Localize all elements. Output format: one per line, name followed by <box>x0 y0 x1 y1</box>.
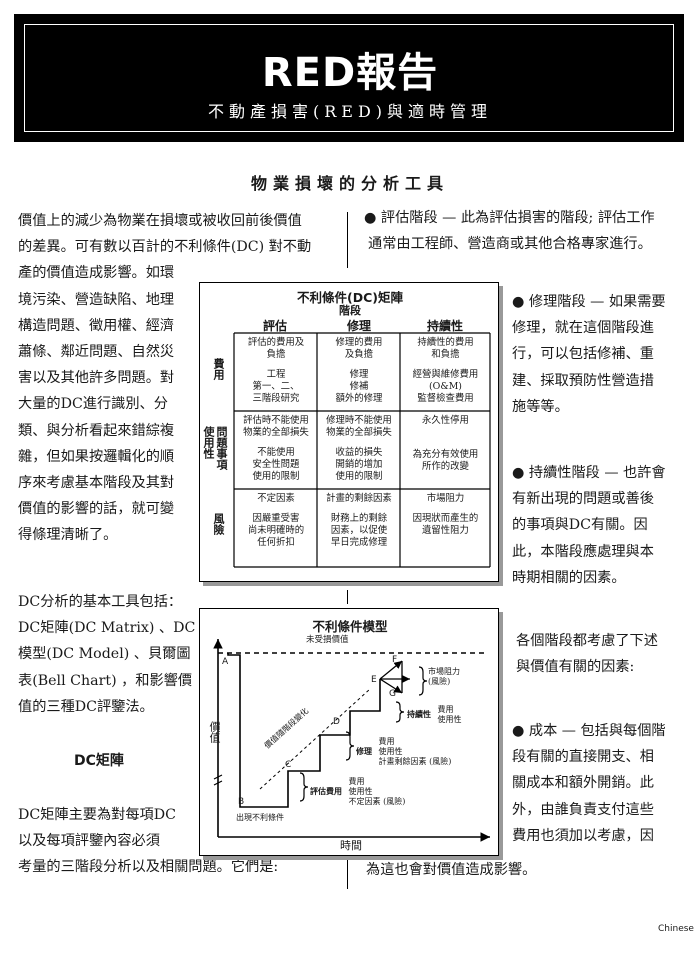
matrix-cell: 評估時不能使用物業的全部損失 不能使用安全性問題使用的限制 <box>243 415 309 482</box>
text-line: 外，由誰負責支付這些 <box>512 801 654 818</box>
dc-model-figure: 不利條件模型 未受損價值 價值 時間 A B C D E F G 價值隨階段變化… <box>199 608 499 856</box>
text-line: 時期相關的因素。 <box>512 569 626 586</box>
point-label-e: E <box>371 675 377 685</box>
text-line: 的差異。可有數以百計的不利條件(DC) 對不動 <box>18 239 312 256</box>
point-label-d: D <box>333 717 340 727</box>
text-line: DC分析的基本工具包括： <box>18 594 183 610</box>
language-label: Chinese <box>658 924 694 934</box>
matrix-cell: 不定因素 因嚴重受害尚未明確時的任何折扣 <box>247 493 305 548</box>
header-frame <box>24 24 674 132</box>
ongoing-stage-paragraph: ● 持續性階段 — 也許會 有新出現的問題或善後 的事項與DC有關。因 此，本階… <box>512 460 692 591</box>
text-line: 修理，就在這個階段進 <box>512 320 654 337</box>
text-line: 與價值有關的因素: <box>516 659 635 676</box>
matrix-row-label-cost: 費用 <box>212 358 225 380</box>
x-axis-label: 時間 <box>340 839 362 852</box>
text-line: 雜，但如果按邏輯化的順 <box>18 448 175 465</box>
cost-paragraph-tail: 為這也會對價值造成影響。 <box>366 862 537 878</box>
text-line: 害以及其他許多問題。對 <box>18 370 175 387</box>
dc-matrix-paragraph: DC矩陣主要為對每項DC 以及每項評鑒內容必須 考量的三階段分析以及相關問題。它… <box>18 802 348 881</box>
column-rule <box>347 212 348 268</box>
point-label-g: G <box>389 689 396 699</box>
y-axis-label: 價值 <box>208 721 221 743</box>
matrix-col-header: 持續性 <box>426 319 463 333</box>
matrix-row-label-risk: 風險 <box>212 513 225 535</box>
text-line: 行，可以包括修補、重 <box>512 346 654 363</box>
dc-found-label: 出現不利條件 <box>236 813 284 822</box>
text-line: 費用也須加以考慮，因 <box>512 827 654 844</box>
market-resistance-note: 市場阻力(風險) <box>428 667 460 686</box>
dc-model-diagram <box>213 639 490 842</box>
text-line: 建、採取預防性營造措 <box>512 372 654 389</box>
text-line: 考量的三階段分析以及相關問題。它們是: <box>18 859 279 876</box>
matrix-col-header: 修理 <box>346 319 371 333</box>
text-line: 的事項與DC有關。因 <box>512 517 648 534</box>
unaffected-value-label: 未受損價值 <box>306 635 349 645</box>
matrix-row-label-use: 問題事項 使用性 <box>202 426 228 470</box>
text-line: 關成本和額外開銷。此 <box>512 775 654 792</box>
ongoing-note: 持續性 費用使用性 <box>407 705 462 724</box>
point-label-c: C <box>285 760 292 770</box>
text-line: DC矩陣主要為對每項DC <box>18 807 176 823</box>
text-line: ● 評估階段 — 此為評估損害的階段; 評估工作 <box>364 210 655 226</box>
point-label-a: A <box>222 657 229 667</box>
text-line: ● 修理階段 — 如果需要 <box>512 294 666 310</box>
model-title: 不利條件模型 <box>312 619 388 634</box>
tools-paragraph: DC分析的基本工具包括： DC矩陣(DC Matrix) 、DC 模型(DC M… <box>18 589 198 720</box>
text-line: 段有關的直接開支、相 <box>512 749 654 766</box>
factors-paragraph: 各個階段都考慮了下述 與價值有關的因素: <box>516 628 696 680</box>
repair-note: 修理 費用使用性計畫剩餘因素 (風險) <box>356 737 452 766</box>
dc-matrix-figure: 不利條件(DC)矩陣 階段 評估 修理 持續性 費用 問題事項 使用性 風險 評… <box>199 282 499 582</box>
text-line: 有新出現的問題或善後 <box>512 491 654 508</box>
point-label-f: F <box>392 655 398 665</box>
text-line: 通常由工程師、營造商或其他合格專家進行。 <box>368 236 652 253</box>
text-line: 此，本階段應處理與本 <box>512 543 654 560</box>
matrix-cell: 市場阻力 因現狀而產生的遺留性阻力 <box>412 493 479 536</box>
text-line: 價值上的減少為物業在損壞或被收回前後價值 <box>18 213 302 229</box>
matrix-cell: 評估的費用及負擔 工程第一、二、三階段研究 <box>247 337 305 404</box>
text-line: DC矩陣(DC Matrix) 、DC <box>18 620 196 637</box>
text-line: 表(Bell Chart) ，和影響價 <box>18 672 193 689</box>
text-line: 境污染、營造缺陷、地理 <box>18 291 175 308</box>
text-line: 模型(DC Model) 、貝爾圖 <box>18 646 191 663</box>
text-line: 值的三種DC評鑒法。 <box>18 698 154 715</box>
text-line: 蕭條、鄰近問題、自然災 <box>18 344 175 361</box>
matrix-title: 不利條件(DC)矩陣 <box>297 290 403 305</box>
matrix-cell: 持續性的費用和負擔 經營與維修費用(O&M)監督檢查費用 <box>412 337 479 404</box>
assess-note: 評估費用 費用使用性不定因素 (風險) <box>310 777 406 806</box>
cost-paragraph: ● 成本 — 包括與每個階 段有關的直接開支、相 關成本和額外開銷。此 外，由誰… <box>512 718 692 849</box>
point-label-b: B <box>238 797 245 807</box>
text-line: 價值的影響的話，就可變 <box>18 501 175 518</box>
value-curve <box>227 653 381 808</box>
matrix-cell: 修理時不能使用物業的全部損失 收益的損失開銷的增加使用的限制 <box>326 415 392 482</box>
page-title: RED報告 <box>261 50 439 96</box>
text-line: 構造問題、徵用權、經濟 <box>18 317 175 334</box>
page-subtitle: 不動產損害(RED)與適時管理 <box>207 102 493 121</box>
text-line: 序來考慮基本階段及其對 <box>18 475 175 492</box>
text-line: 類、與分析看起來錯綜複 <box>18 422 175 439</box>
dc-matrix-heading: DC矩陣 <box>74 753 124 769</box>
matrix-cell: 計畫的剩餘因素 財務上的剩餘因素，以促使早日完成修理 <box>326 493 392 548</box>
assess-stage-paragraph: ● 評估階段 — 此為評估損害的階段; 評估工作 通常由工程師、營造商或其他合格… <box>364 205 694 257</box>
matrix-cell: 永久性停用 為充分有效使用所作的改變 <box>412 415 479 472</box>
matrix-stage-label: 階段 <box>339 304 361 317</box>
intro-paragraph: 價值上的減少為物業在損壞或被收回前後價值 的差異。可有數以百計的不利條件(DC)… <box>18 208 348 549</box>
text-line: 大量的DC進行識別、分 <box>18 396 168 413</box>
repair-stage-paragraph: ● 修理階段 — 如果需要 修理，就在這個階段進 行，可以包括修補、重 建、採取… <box>512 289 692 420</box>
text-line: ● 成本 — 包括與每個階 <box>512 723 666 739</box>
text-line: ● 持續性階段 — 也許會 <box>512 465 666 481</box>
header-banner <box>14 14 684 142</box>
text-line: 以及每項評鑒內容必須 <box>18 833 160 850</box>
column-rule <box>347 590 348 604</box>
column-rule <box>347 855 348 889</box>
text-line: 施等等。 <box>512 398 569 415</box>
text-line: 得條理清晰了。 <box>18 527 118 544</box>
matrix-col-header: 評估 <box>262 319 287 333</box>
section-heading: 物業損壞的分析工具 <box>250 174 449 193</box>
matrix-cell: 修理的費用及負擔 修理修補額外的修理 <box>335 337 383 404</box>
text-line: 各個階段都考慮了下述 <box>516 633 658 649</box>
matrix-grid <box>233 332 491 568</box>
text-line: 產的價值造成影響。如環 <box>18 265 175 282</box>
